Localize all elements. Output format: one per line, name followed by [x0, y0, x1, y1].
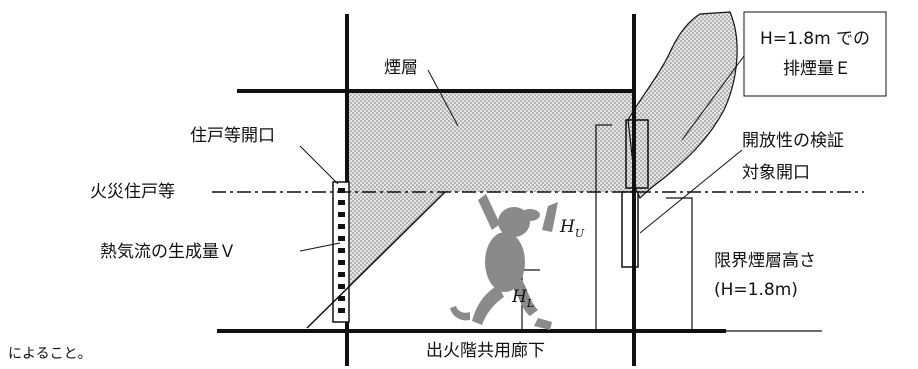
limit-height-line	[666, 197, 693, 330]
exhaust-label-box	[743, 11, 887, 97]
ladder-rungs	[338, 188, 345, 313]
person-climbing-icon	[450, 194, 558, 330]
dwelling-opening-label: 住戸等開口	[190, 126, 275, 146]
smoke-layer-area	[347, 91, 636, 288]
hu-label: HU	[559, 217, 585, 240]
limit-height-label-line2: (H=1.8m)	[714, 280, 798, 300]
exhaust-plume	[627, 11, 738, 200]
verification-leader	[639, 149, 743, 234]
limit-height-label-line1: 限界煙層高さ	[714, 251, 816, 271]
hl-label: HL	[511, 287, 534, 310]
verification-label-line1: 開放性の検証	[742, 131, 844, 151]
smoke-layer-leader	[427, 69, 459, 127]
exhaust-label-line2: 排煙量Ｅ	[783, 59, 851, 79]
hot-air-flow-label: 熱気流の生成量Ｖ	[100, 242, 236, 262]
exhaust-leader	[681, 55, 745, 141]
exhaust-label-line1: H=1.8m での	[760, 29, 870, 49]
dwelling-opening-leader	[299, 145, 339, 185]
hu-dimension-line	[595, 124, 612, 330]
footer-text: によること。	[8, 346, 92, 362]
verification-opening-upper	[625, 119, 649, 189]
hot-flow-edge	[306, 191, 446, 329]
verification-label-line2: 対象開口	[742, 163, 810, 183]
hot-flow-leader	[299, 242, 341, 252]
corridor-label: 出火階共用廊下	[426, 341, 545, 361]
smoke-layer-label: 煙層	[384, 58, 418, 78]
fire-dwelling-label: 火災住戸等	[90, 182, 175, 202]
